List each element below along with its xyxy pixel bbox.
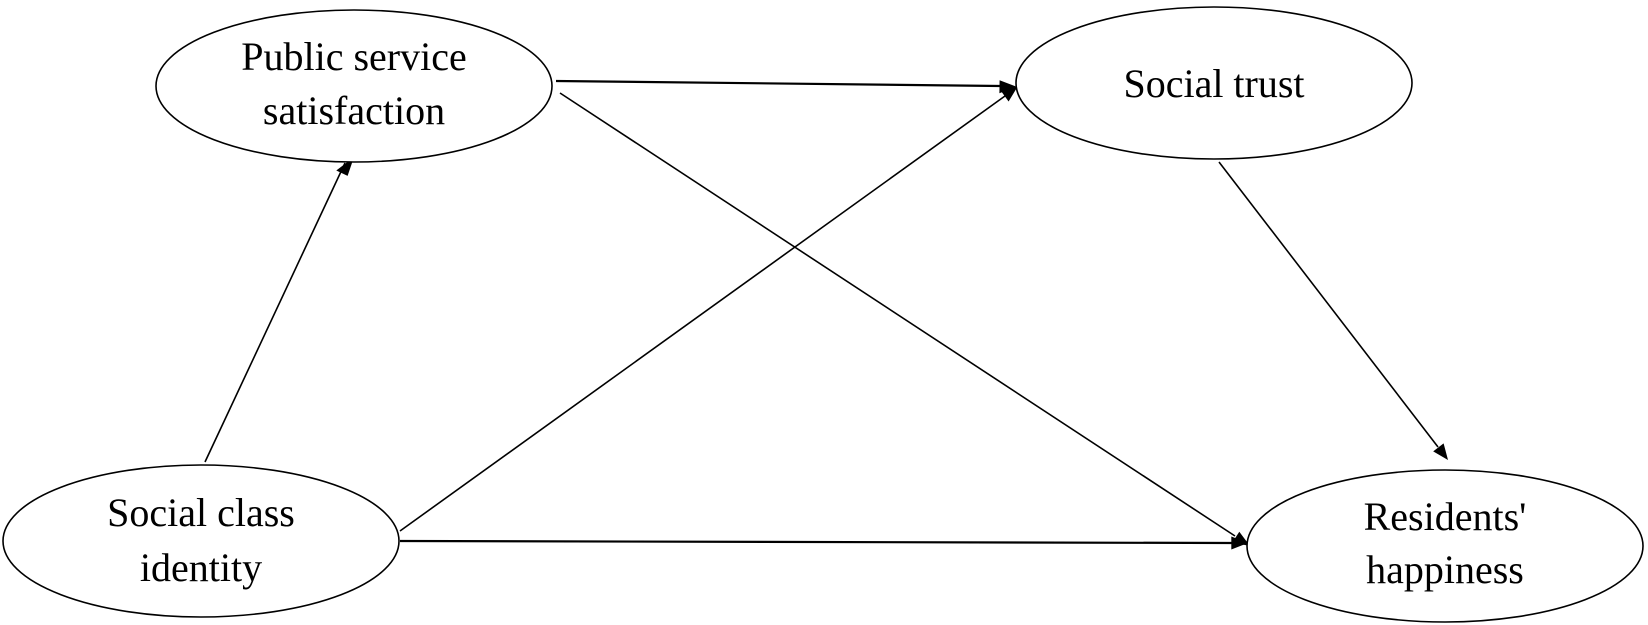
node-residents-happiness: Residents' happiness — [1246, 469, 1644, 623]
node-ellipse — [155, 9, 553, 163]
edge-social-class-to-social-trust — [399, 95, 1006, 532]
node-label-line2: identity — [140, 545, 262, 590]
edge-public-service-to-happiness — [559, 92, 1236, 537]
node-label-line1: Social class — [107, 490, 295, 535]
edge-social-trust-to-happiness — [1218, 161, 1439, 448]
node-label-line1: Residents' — [1364, 494, 1527, 539]
edges — [204, 79, 1448, 550]
node-social-trust: Social trust — [1015, 6, 1413, 160]
arrowhead-social-trust-from-social-class — [1000, 86, 1018, 102]
node-label-line1: Social trust — [1123, 61, 1304, 106]
node-label-line1: Public service — [241, 34, 467, 79]
node-ellipse — [1246, 469, 1644, 623]
arrowhead-happiness-from-social-trust — [1433, 443, 1448, 460]
edge-social-class-to-public-service — [204, 162, 346, 463]
arrowhead-happiness-from-social-class — [1231, 536, 1248, 550]
node-ellipse — [2, 464, 400, 618]
arrowhead-social-trust-from-public-service — [999, 80, 1016, 94]
node-social-class-identity: Social class identity — [2, 464, 400, 618]
node-ellipse — [1015, 6, 1413, 160]
node-public-service-satisfaction: Public service satisfaction — [155, 9, 553, 163]
edge-social-class-to-happiness — [399, 539, 1233, 545]
node-label-line2: satisfaction — [263, 88, 445, 133]
node-label-line2: happiness — [1366, 547, 1524, 592]
edge-public-service-to-social-trust — [555, 79, 1001, 88]
